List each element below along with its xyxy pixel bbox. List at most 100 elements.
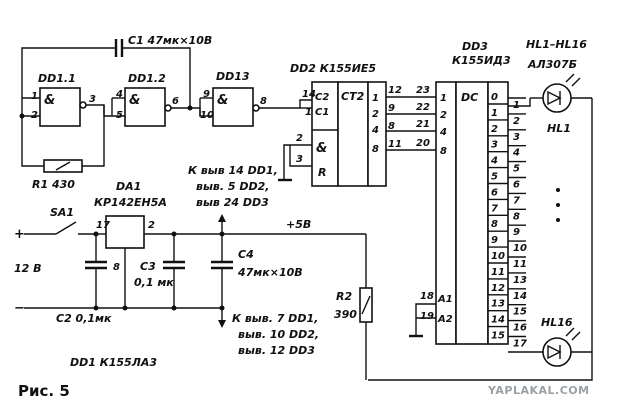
gate-dd1-1 xyxy=(39,87,81,127)
decoder-output-pin-14: 14 xyxy=(513,291,527,302)
rail-5v-label: +5В xyxy=(286,218,311,231)
switch-sa1-label: SA1 xyxy=(50,206,74,219)
counter-dd2-c1: C1 xyxy=(315,107,329,118)
decoder-output-9: 9 xyxy=(491,235,498,246)
resistor-r2-mark xyxy=(361,295,371,315)
gate-dd1-1-label: DD1.1 xyxy=(38,72,76,85)
wire-r1-right xyxy=(82,105,105,167)
gate-dd1-3-pin-out: 8 xyxy=(260,96,267,107)
led-hl16-ray-2 xyxy=(571,331,581,341)
regulator-da1 xyxy=(105,215,145,249)
decoder-in-weight-2: 2 xyxy=(440,110,447,121)
counter-out-pin-4: 11 xyxy=(388,139,402,150)
wire-dd1-3-to-counter xyxy=(259,99,312,109)
leds-model-label: АЛ307Б xyxy=(527,58,577,71)
counter-dd2-pin-c2: 14 xyxy=(302,89,316,100)
junction-c2-top xyxy=(93,231,99,237)
decoder-output-pin-9: 9 xyxy=(513,227,520,238)
gate-dd1-1-pin-out: 3 xyxy=(89,94,96,105)
footnote-dd1: DD1 К155ЛА3 xyxy=(70,356,157,369)
led-hl1-ray-1 xyxy=(565,73,575,83)
gate-dd1-2-pin-out: 6 xyxy=(172,96,179,107)
wire-counter-r1 xyxy=(283,144,312,180)
capacitor-c3-value: 0,1 мк xyxy=(134,276,174,289)
gate-dd1-3-inverter xyxy=(252,104,260,112)
decoder-output-5: 5 xyxy=(491,172,498,183)
counter-dd2-c2: C2 xyxy=(315,92,329,103)
leds-range-label: HL1–HL16 xyxy=(526,38,587,51)
watermark: YAPLAKAL.COM xyxy=(487,384,590,397)
note-bottom-line-3: выв. 12 DD3 xyxy=(238,344,315,357)
resistor-r1-mark xyxy=(55,161,71,171)
gate-dd1-1-pin-in1: 1 xyxy=(31,91,38,102)
counter-weight-8: 8 xyxy=(372,144,379,155)
regulator-da1-label: DA1 xyxy=(116,180,141,193)
decoder-output-pin-6: 6 xyxy=(513,180,520,191)
led-hl16-ray-1 xyxy=(565,327,575,337)
gate-dd1-2-symbol: & xyxy=(129,93,140,108)
decoder-in-pin-1: 23 xyxy=(416,85,430,96)
capacitor-c4-value: 47мк×10В xyxy=(237,266,303,279)
decoder-output-pin-11: 11 xyxy=(513,259,527,270)
note-top-line-2: выв. 5 DD2, xyxy=(196,180,269,193)
led-ellipsis-dot-2 xyxy=(556,203,560,207)
gate-dd1-2 xyxy=(124,87,166,127)
decoder-output-4: 4 xyxy=(490,156,498,167)
decoder-output-6: 6 xyxy=(491,187,498,198)
figure-title: Рис. 5 xyxy=(18,382,70,400)
decoder-output-pin-3: 3 xyxy=(513,132,520,143)
decoder-output-pin-8: 8 xyxy=(513,211,520,222)
decoder-output-pin-16: 16 xyxy=(513,323,527,334)
decoder-output-2: 2 xyxy=(491,124,498,135)
decoder-output-13: 13 xyxy=(491,299,505,310)
gate-dd1-2-pin-in1: 4 xyxy=(115,89,123,100)
counter-weight-2: 2 xyxy=(372,109,379,120)
decoder-output-pin-7: 7 xyxy=(513,195,520,206)
regulator-da1-model: КР142ЕН5А xyxy=(94,196,167,209)
decoder-output-pin-10: 10 xyxy=(513,243,527,254)
counter-weight-1: 1 xyxy=(372,93,379,104)
decoder-in-weight-1: 1 xyxy=(440,93,447,104)
wire-dec-to-hl1 xyxy=(508,98,531,107)
counter-weight-4: 4 xyxy=(371,125,379,136)
decoder-output-15: 15 xyxy=(491,331,505,342)
capacitor-c4-label: C4 xyxy=(238,248,254,261)
supply-minus-symbol: − xyxy=(14,301,25,316)
decoder-output-0: 0 xyxy=(491,92,498,103)
note-bottom-line-2: выв. 10 DD2, xyxy=(238,328,319,341)
counter-dd2-reset-r: R xyxy=(318,166,326,179)
decoder-output-pin-15: 15 xyxy=(513,307,527,318)
regulator-pin-in: 17 xyxy=(96,220,110,231)
capacitor-c2-label: C2 0,1мк xyxy=(56,312,112,325)
supply-plus-symbol: + xyxy=(14,227,25,242)
arrow-5v-up xyxy=(218,214,226,222)
counter-out-pin-3: 8 xyxy=(388,121,395,132)
counter-out-pin-2: 9 xyxy=(388,103,395,114)
resistor-r2-label: R2 xyxy=(336,290,352,303)
gate-dd1-1-inverter xyxy=(79,101,87,109)
wire-c1-left xyxy=(21,47,116,98)
switch-sa1-blade xyxy=(55,221,77,235)
decoder-output-12: 12 xyxy=(491,283,505,294)
gate-dd1-3-label: DD13 xyxy=(216,70,250,83)
supply-voltage-label: 12 В xyxy=(14,262,42,275)
gate-dd1-2-label: DD1.2 xyxy=(128,72,166,85)
gate-dd1-2-inverter xyxy=(164,104,172,112)
decoder-in-weight-8: 8 xyxy=(440,146,447,157)
counter-dd2-reset-symbol: & xyxy=(316,141,327,156)
led-hl16-label: HL16 xyxy=(541,316,573,329)
gate-dd1-3 xyxy=(212,87,254,127)
decoder-output-pin-17: 17 xyxy=(513,339,527,350)
decoder-in-weight-4: 4 xyxy=(439,127,447,138)
regulator-pin-out: 2 xyxy=(148,220,155,231)
decoder-dd3-core xyxy=(455,81,489,345)
gate-dd1-1-symbol: & xyxy=(44,93,55,108)
decoder-output-10: 10 xyxy=(491,251,505,262)
decoder-dd3-function: DC xyxy=(461,91,478,104)
led-hl1-ray-2 xyxy=(571,77,581,87)
decoder-output-pin-13: 13 xyxy=(513,275,527,286)
decoder-in-pin-3: 21 xyxy=(416,119,430,130)
decoder-output-8: 8 xyxy=(491,219,498,230)
led-hl1-triangle xyxy=(547,90,562,106)
junction-gnd-reg xyxy=(122,305,128,311)
